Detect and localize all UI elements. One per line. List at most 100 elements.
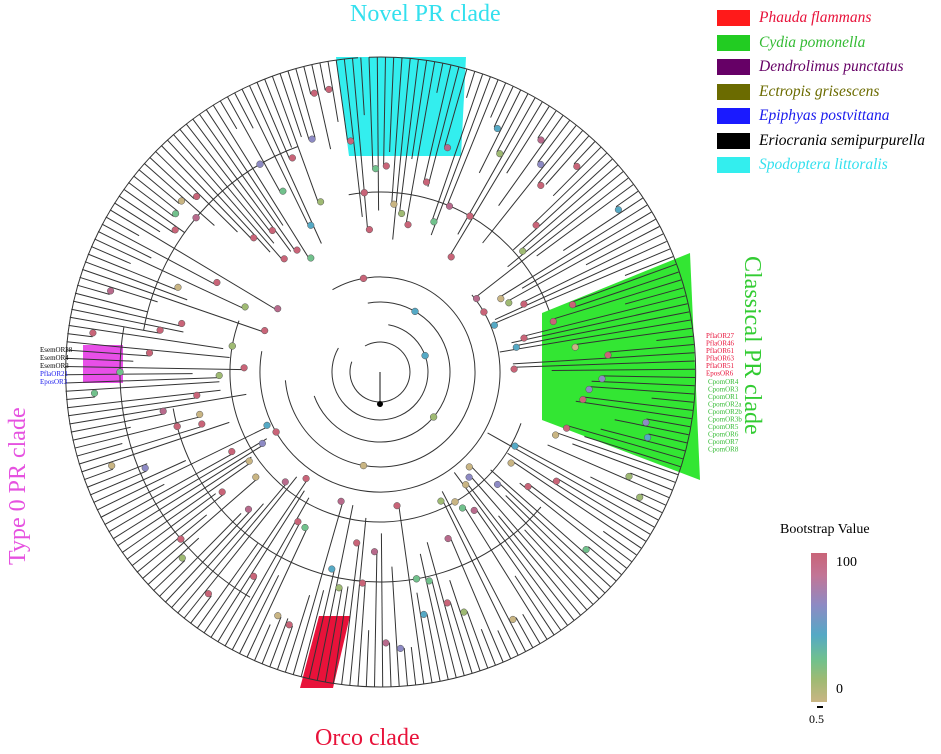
tip-branch: [349, 517, 367, 686]
clade-tip-label: PflaOR27: [706, 332, 735, 340]
tip-branch: [143, 162, 215, 226]
legend-label: Ectropis grisescens: [759, 82, 880, 100]
clade-tip-label: PflaOR51: [706, 362, 735, 370]
tip-branch: [498, 482, 611, 588]
bootstrap-node: [447, 253, 455, 261]
tip-branch: [427, 66, 460, 187]
tip-branch: [490, 469, 617, 582]
tip-branch: [68, 397, 198, 417]
tip-branch: [177, 482, 288, 614]
tip-branch: [226, 96, 281, 193]
clade-tip-label: EsemOR4: [40, 354, 69, 362]
backbone-arc: [259, 294, 501, 493]
clade-tip-label: EposOR3: [40, 378, 68, 386]
legend-swatch: [717, 10, 750, 27]
tip-branch: [498, 115, 564, 206]
bootstrap-node: [480, 308, 488, 316]
tip-branch: [65, 349, 150, 357]
tip-branch: [536, 184, 634, 257]
tip-branch: [64, 373, 193, 376]
tip-branch: [154, 150, 238, 233]
tip-branch: [121, 462, 251, 554]
bootstrap-node: [510, 365, 518, 373]
tip-branch: [499, 319, 691, 353]
tip-branch: [572, 271, 679, 309]
tip-branch: [86, 463, 148, 488]
bootstrap-node: [470, 506, 478, 514]
tip-branch: [391, 57, 403, 205]
novel-pr-clade-highlight: [336, 57, 466, 156]
tip-branch: [426, 613, 441, 682]
tip-branch: [341, 543, 360, 685]
tip-branch: [97, 230, 152, 259]
clade-tip-label: CpomOR5: [708, 423, 739, 431]
tip-branch: [507, 171, 624, 268]
tip-branch: [430, 76, 491, 236]
tip-branch: [335, 60, 349, 142]
tip-branch: [529, 484, 632, 562]
tip-branch: [431, 74, 484, 222]
orco-clade-title: Orco clade: [315, 725, 420, 751]
bootstrap-node: [308, 135, 316, 143]
bootstrap-node: [178, 319, 186, 328]
orco-clade-highlight: [300, 616, 350, 688]
clade-tip-label: PflaOR21: [40, 370, 69, 378]
bootstrap-node: [310, 89, 318, 97]
bootstrap-node: [307, 221, 315, 229]
bootstrap-node: [274, 305, 282, 313]
tip-branch: [515, 443, 659, 521]
tip-branch: [614, 419, 689, 436]
tip-branch: [584, 436, 681, 468]
tip-branch: [551, 368, 696, 371]
tip-branch: [449, 580, 481, 671]
tip-branch: [185, 123, 271, 233]
bootstrap-node: [173, 422, 181, 431]
bootstrap-node: [213, 278, 221, 287]
bootstrap-node: [372, 165, 380, 173]
tip-branch: [64, 366, 245, 371]
backbone-arc: [143, 146, 299, 331]
bootstrap-node: [177, 535, 185, 543]
bootstrap-node: [250, 234, 258, 242]
tip-branch: [656, 335, 694, 341]
bootstrap-node: [258, 439, 266, 447]
tip-branch: [238, 575, 280, 655]
bootstrap-node: [412, 575, 421, 583]
bootstrap-node: [218, 488, 226, 496]
tip-branch: [399, 59, 419, 214]
tip-branch: [376, 56, 380, 211]
tip-branch: [453, 472, 568, 626]
clade-tip-label: PflaOR61: [706, 347, 735, 355]
tip-branch: [520, 164, 619, 250]
bootstrap-nodes: [89, 85, 652, 652]
legend-swatch: [717, 157, 750, 174]
bootstrap-node: [644, 433, 652, 442]
clade-tip-label: CpomOR7: [708, 438, 739, 446]
tip-branch: [100, 483, 165, 518]
bootstrap-node: [520, 300, 528, 308]
tip-branch: [436, 63, 444, 93]
bootstrap-node: [261, 327, 269, 335]
legend-item: Eriocrania semipurpurella: [717, 129, 925, 154]
tip-branch: [253, 624, 271, 662]
tip-branch: [547, 444, 670, 499]
clade-tip-label: CpomOR1: [708, 393, 739, 401]
tip-branch: [449, 101, 543, 257]
bootstrap-node: [108, 462, 116, 470]
tip-branch: [94, 238, 245, 310]
bootstrap-node: [460, 608, 468, 616]
tip-branch: [630, 472, 673, 491]
bootstrap-node: [228, 448, 236, 456]
backbone-arc: [331, 324, 429, 421]
tip-branch: [624, 287, 684, 305]
bootstrap-node: [390, 200, 398, 208]
classical-pr-clade-title: Classical PR clade: [739, 256, 765, 435]
bootstrap-node: [244, 505, 253, 513]
bootstrap-node: [465, 473, 473, 481]
bootstrap-node: [585, 385, 593, 393]
tip-branch: [72, 300, 182, 327]
bootstrap-node: [370, 548, 379, 556]
bootstrap-node: [614, 206, 622, 214]
legend-item: Phauda flammans: [717, 6, 925, 31]
